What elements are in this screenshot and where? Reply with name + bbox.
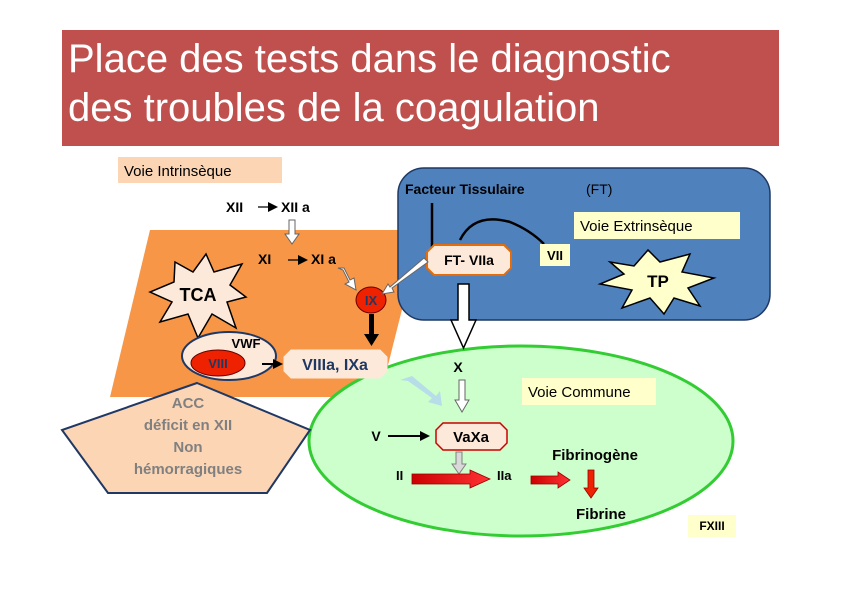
vwf-label: VWF — [232, 336, 261, 351]
viiia-ixa-box — [283, 349, 388, 379]
factor-xii: XII — [226, 199, 243, 215]
title-line-2: des troubles de la coagulation — [68, 86, 600, 130]
factor-vii: VII — [547, 248, 563, 263]
extrinsic-label: Voie Extrinsèque — [580, 218, 693, 235]
ft-vii-curve — [458, 218, 545, 245]
common-label: Voie Commune — [528, 384, 631, 401]
xii-to-xi-arrow — [284, 219, 300, 245]
acc-line-2: déficit en XII — [144, 417, 232, 434]
vaxa-box — [435, 422, 508, 451]
factor-viii-ellipse — [190, 349, 246, 377]
factor-ix: IX — [365, 293, 378, 308]
acc-line-4: hémorragiques — [134, 461, 242, 478]
ix-to-complex-arrow — [364, 314, 379, 346]
factor-vii-box — [540, 244, 570, 266]
fibrine-label: Fibrine — [576, 506, 626, 523]
acc-line-1: ACC — [172, 395, 205, 412]
acc-line-3: Non — [173, 439, 202, 456]
title-banner: Place des tests dans le diagnostic des t… — [62, 30, 779, 146]
ii-to-iia-arrow — [411, 469, 491, 489]
x-to-vaxa-arrow — [454, 379, 470, 413]
tca-label: TCA — [180, 285, 217, 305]
facteur-tissulaire: Facteur Tissulaire — [405, 181, 525, 197]
extrinsic-label-box — [574, 212, 740, 239]
factor-iia: IIa — [497, 468, 512, 483]
ft-viia-box — [426, 244, 512, 276]
viiia-ixa-label: VIIIa, IXa — [302, 357, 368, 374]
vaxa-down-arrow — [451, 451, 467, 475]
fibrinogene-label: Fibrinogène — [552, 447, 638, 464]
factor-v: V — [371, 428, 381, 444]
factor-xi: XI — [258, 251, 271, 267]
iia-to-fibrinogen-arrow — [530, 471, 571, 489]
fxiii-box — [688, 515, 736, 537]
ft-viia-label: FT- VIIa — [444, 252, 494, 268]
factor-xi-a: XI a — [311, 251, 336, 267]
ft-abbr: (FT) — [586, 181, 612, 197]
intrinsic-label-box — [118, 157, 282, 183]
intrinsic-label: Voie Intrinsèque — [124, 163, 232, 180]
common-label-box — [522, 378, 656, 405]
factor-x: X — [453, 359, 463, 375]
fxiii-label: FXIII — [699, 519, 724, 533]
factor-viii: VIII — [208, 356, 228, 371]
title-line-1: Place des tests dans le diagnostic — [68, 37, 671, 81]
ftviia-to-x-arrow — [449, 283, 478, 350]
acc-pentagon — [60, 381, 312, 494]
tca-star — [148, 252, 248, 340]
factor-xii-a: XII a — [281, 199, 310, 215]
tp-label: TP — [647, 272, 669, 291]
xi-to-ix-arrow — [337, 267, 357, 291]
factor-ix-circle — [355, 286, 387, 314]
tp-star — [597, 248, 717, 316]
ftviia-to-ix-arrow — [381, 257, 429, 295]
fibrinogen-to-fibrin-arrow — [583, 469, 599, 499]
vaxa-label: VaXa — [453, 429, 490, 446]
factor-ii: II — [396, 468, 403, 483]
complex-to-vaxa-arrow — [400, 376, 442, 406]
